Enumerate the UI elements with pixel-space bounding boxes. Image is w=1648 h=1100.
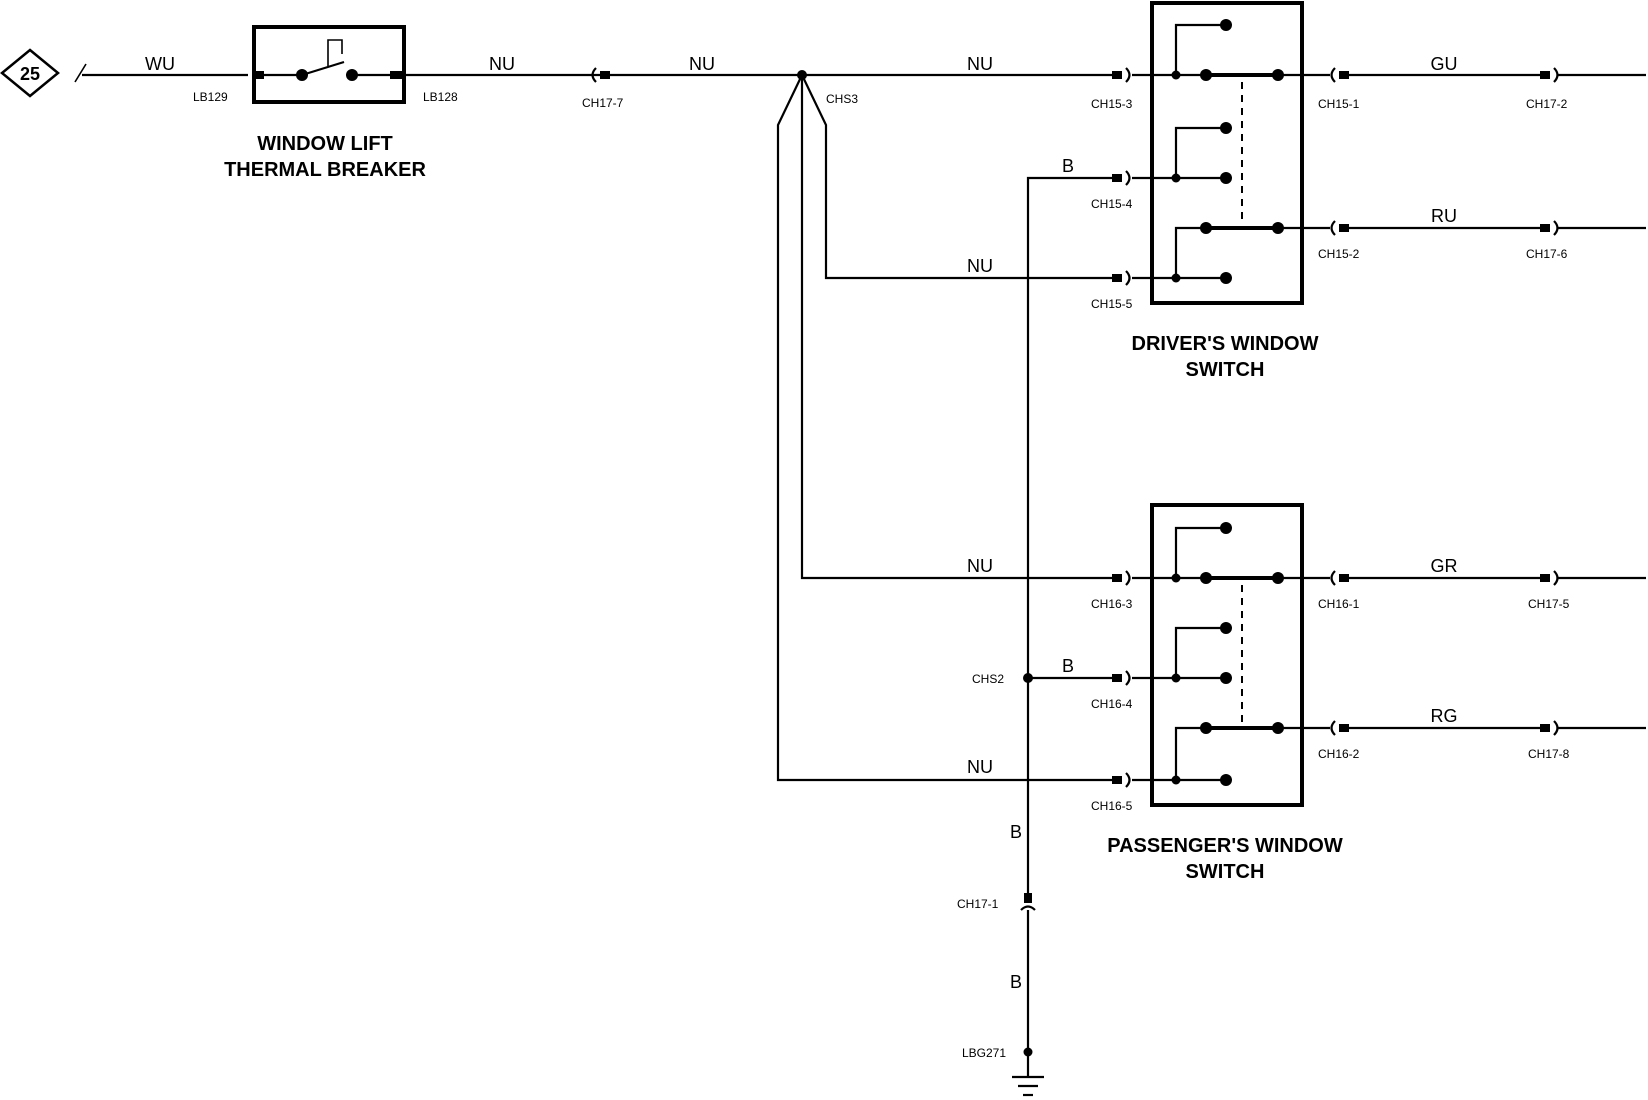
svg-text:CH15-4: CH15-4 (1091, 197, 1133, 211)
wire-label-nu-5: NU (967, 556, 993, 576)
wire-label-b-4: B (1010, 972, 1022, 992)
connector-ch15-5: CH15-5 (1091, 270, 1133, 311)
svg-text:CH17-8: CH17-8 (1528, 747, 1570, 761)
ground-label-lbg271: LBG271 (962, 1046, 1006, 1060)
breaker-pin-right (390, 71, 402, 79)
breaker-pin-left (252, 71, 264, 79)
passenger-window-switch[interactable]: CH16-3 CH16-4 CH16-5 (1091, 503, 1330, 813)
svg-text:CH15-3: CH15-3 (1091, 97, 1133, 111)
thermal-breaker[interactable]: LB129 LB128 (193, 25, 458, 104)
driver-switch-box (1150, 1, 1304, 305)
connector-ch16-3: CH16-3 (1091, 570, 1133, 611)
reference-badge[interactable]: 25 (0, 48, 60, 98)
wire-break-mark (74, 63, 87, 83)
connector-ch15-3: CH15-3 (1091, 67, 1133, 111)
passenger-switch-box (1150, 503, 1304, 807)
wire-label-rg: RG (1431, 706, 1458, 726)
connector-ch17-6[interactable]: CH17-6 (1526, 220, 1568, 261)
svg-text:CH15-1: CH15-1 (1318, 97, 1360, 111)
breaker-blade (301, 60, 345, 77)
connector-ch17-2[interactable]: CH17-2 (1526, 67, 1568, 111)
wire-nu-to-ch16-5 (776, 74, 1112, 782)
svg-text:CH16-3: CH16-3 (1091, 597, 1133, 611)
connector-ch16-4: CH16-4 (1091, 670, 1133, 711)
wire-label-nu-3: NU (967, 54, 993, 74)
svg-text:CH16-1: CH16-1 (1318, 597, 1360, 611)
svg-text:CH16-2: CH16-2 (1318, 747, 1360, 761)
connector-ch16-2[interactable]: CH16-2 (1318, 720, 1360, 761)
passenger-switch-title-line2: SWITCH (1186, 861, 1265, 883)
splice-chs2[interactable] (1023, 673, 1033, 683)
wire-nu-to-ch15-5 (801, 74, 1112, 280)
breaker-box (252, 25, 406, 104)
svg-text:CH16-4: CH16-4 (1091, 697, 1133, 711)
connector-ch16-5: CH16-5 (1091, 772, 1133, 813)
wire-label-nu-1: NU (489, 54, 515, 74)
connector-lb128: LB128 (423, 90, 458, 104)
connector-ch15-4: CH15-4 (1091, 170, 1133, 211)
passenger-switch-title-line1: PASSENGER'S WINDOW (1107, 835, 1343, 857)
wire-nu-to-ch16-3 (800, 75, 1112, 580)
svg-text:CH17-6: CH17-6 (1526, 247, 1568, 261)
wire-label-nu-6: NU (967, 757, 993, 777)
connector-ch15-1[interactable]: CH15-1 (1318, 67, 1360, 111)
svg-text:CH17-7: CH17-7 (582, 96, 624, 110)
ground-icon (1012, 1060, 1044, 1097)
svg-text:CH17-5: CH17-5 (1528, 597, 1570, 611)
wire-label-nu-4: NU (967, 256, 993, 276)
breaker-bimetal (327, 39, 343, 66)
driver-switch-title-line1: DRIVER'S WINDOW (1132, 333, 1319, 355)
wire-label-gu: GU (1431, 54, 1458, 74)
ground-point (1023, 1047, 1033, 1057)
svg-text:CH15-2: CH15-2 (1318, 247, 1360, 261)
splice-label-chs3: CHS3 (826, 92, 858, 106)
connector-ch17-8[interactable]: CH17-8 (1528, 720, 1570, 761)
connector-ch16-1[interactable]: CH16-1 (1318, 570, 1360, 611)
connector-ch15-2[interactable]: CH15-2 (1318, 220, 1360, 261)
wire-label-ru: RU (1431, 206, 1457, 226)
wire-label-b-2: B (1062, 656, 1074, 676)
svg-text:CH15-5: CH15-5 (1091, 297, 1133, 311)
connector-lb129: LB129 (193, 90, 228, 104)
connector-ch17-1[interactable]: CH17-1 (957, 893, 1036, 911)
wire-label-gr: GR (1431, 556, 1458, 576)
wire-label-wu: WU (145, 54, 175, 74)
badge-diamond (0, 48, 60, 98)
wire-label-nu-2: NU (689, 54, 715, 74)
svg-text:CH17-2: CH17-2 (1526, 97, 1568, 111)
svg-text:CH17-1: CH17-1 (957, 897, 999, 911)
badge-number: 25 (20, 64, 40, 84)
connector-ch17-5[interactable]: CH17-5 (1528, 570, 1570, 611)
wire-label-b-1: B (1062, 156, 1074, 176)
breaker-title-line2: THERMAL BREAKER (224, 159, 426, 181)
svg-text:CH16-5: CH16-5 (1091, 799, 1133, 813)
wire-label-b-3: B (1010, 822, 1022, 842)
wire-b-vertical (1026, 176, 1112, 895)
connector-ch17-7[interactable]: CH17-7 (582, 67, 624, 110)
driver-window-switch[interactable]: CH15-3 CH15-4 CH15-5 (1091, 1, 1330, 311)
breaker-title-line1: WINDOW LIFT (257, 133, 393, 155)
splice-label-chs2: CHS2 (972, 672, 1004, 686)
driver-switch-title-line2: SWITCH (1186, 359, 1265, 381)
